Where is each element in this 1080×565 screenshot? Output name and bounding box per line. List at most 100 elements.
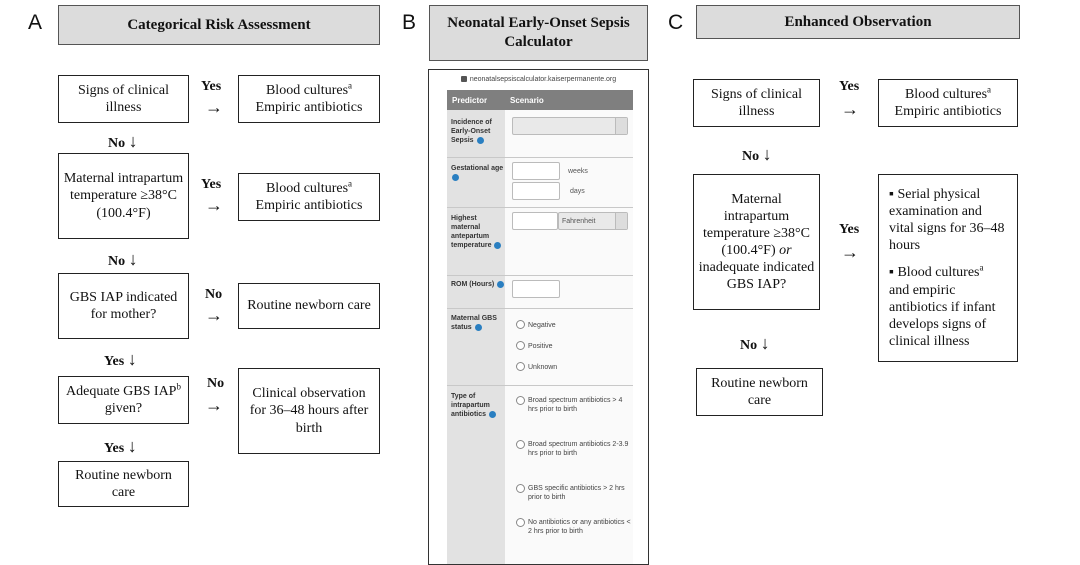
c-signs-illness-box: Signs of clinical illness [693,79,820,127]
a-blood-cultures-text-1: Blood cultures [265,82,349,98]
c-yes-label-1: Yes [839,79,860,94]
gbs-unknown-label: Unknown [528,364,558,371]
days-unit: days [570,188,585,195]
incidence-select[interactable] [512,117,628,135]
a-footnote-a-2: a [348,178,353,189]
a-right-arrow-1: → [205,97,223,117]
c-down-arrow-1: ↓ [762,144,772,164]
panel-b-letter: B [402,11,417,34]
a-blood-cultures-text-2: Blood cultures [265,180,349,196]
c-no-text-1: No [742,149,760,164]
c-bullet-serial-exam: ▪ Serial physical examination and vital … [889,187,1005,254]
a-gbs-iap-indicated-box: GBS IAP indicated for mother? [58,273,189,339]
gbs-negative-radio[interactable] [516,320,525,329]
a-given-text: given? [104,401,143,416]
c-footnote-a-1: a [987,84,992,95]
predictor-column-bg [447,110,505,564]
a-yes-label-3: Yes ↓ [104,350,137,369]
abx-broad-4h-radio[interactable] [516,396,525,405]
row-divider [447,207,633,208]
c-bullet2-text-1: ▪ Blood cultures [889,265,980,281]
lock-icon [460,76,467,82]
predictor-incidence: Incidence of Early-Onset Sepsis [451,118,505,145]
c-no-text-2: No [740,338,758,353]
help-icon[interactable] [494,241,502,249]
weeks-unit: weeks [568,168,588,175]
a-footnote-b: b [176,381,181,392]
a-no-label-1: No ↓ [108,132,138,151]
c-no-label-2: No ↓ [740,334,770,353]
row-divider [447,308,633,309]
abx-none-radio[interactable] [516,518,525,527]
a-routine-care-box-2: Routine newborn care [58,461,189,507]
temperature-unit-select[interactable]: Fahrenheit [558,212,628,230]
calculator-table-header: Predictor Scenario [447,90,633,110]
col-predictor: Predictor [452,96,488,105]
dropdown-caret-icon [615,213,627,229]
sepsis-calculator-screenshot: neonatalsepsiscalculator.kaiserpermanent… [428,69,649,565]
c-bullet2-text-2: and empiric antibiotics if infant develo… [889,282,996,349]
a-yes-label-2: Yes [201,177,222,192]
c-down-arrow-2: ↓ [760,333,770,353]
panel-c-title: Enhanced Observation [696,5,1020,39]
temperature-input[interactable] [512,212,558,230]
rom-input[interactable] [512,280,560,298]
c-right-arrow-2: → [841,242,859,262]
a-no-label-4: No [207,376,225,391]
c-blood-cultures-text: Blood cultures [904,86,988,102]
help-icon[interactable] [452,173,459,181]
a-adequate-gbs-text: Adequate GBS IAP [66,383,177,399]
c-no-label-1: No ↓ [742,145,772,164]
a-right-arrow-2: → [205,195,223,215]
fahrenheit-unit: Fahrenheit [562,218,596,225]
help-icon[interactable] [474,323,482,331]
a-routine-care-box-1: Routine newborn care [238,283,380,329]
c-inadequate-iap-text: inadequate indicated GBS IAP? [698,260,815,293]
c-enhanced-observation-box: ▪ Serial physical examination and vital … [878,174,1018,362]
predictor-gbs-label: Maternal GBS status [451,315,497,332]
panel-c-letter: C [668,11,684,34]
calculator-url-bar: neonatalsepsiscalculator.kaiserpermanent… [429,70,648,88]
gbs-positive-radio[interactable] [516,341,525,350]
a-clinical-observation-box: Clinical observation for 36–48 hours aft… [238,368,380,454]
c-bullet-blood-cultures: ▪ Blood culturesa and empiric antibiotic… [889,263,1007,349]
a-right-arrow-3: → [205,305,223,325]
calculator-url: neonatalsepsiscalculator.kaiserpermanent… [469,75,617,83]
a-signs-illness-box: Signs of clinical illness [58,75,189,123]
abx-gbs-specific-radio[interactable] [516,484,525,493]
predictor-gestational-label: Gestational age [451,165,504,172]
help-icon[interactable] [476,136,484,144]
a-no-label-3: No [205,287,223,302]
a-no-text-2: No [108,254,126,269]
a-adequate-gbs-box: Adequate GBS IAPb given? [58,376,189,424]
panel-a-title: Categorical Risk Assessment [58,5,380,45]
a-down-arrow-1: ↓ [128,131,138,151]
row-divider [447,385,633,386]
abx-broad-2h-radio[interactable] [516,440,525,449]
abx-none-label: No antibiotics or any antibiotics < 2 hr… [528,519,631,536]
a-empiric-antibiotics-text-2: Empiric antibiotics [255,198,363,213]
a-no-text-1: No [108,136,126,151]
predictor-gbs: Maternal GBS status [451,314,505,332]
a-no-label-2: No ↓ [108,250,138,269]
c-routine-care-box: Routine newborn care [696,368,823,416]
c-maternal-temp-text: Maternal intrapartum temperature ≥38°C (… [703,191,810,258]
row-divider [447,157,633,158]
a-maternal-temp-box: Maternal intrapartum temperature ≥38°C (… [58,153,189,239]
gbs-unknown-radio[interactable] [516,362,525,371]
row-divider [447,275,633,276]
a-yes-text-3: Yes [104,354,125,369]
gestational-weeks-input[interactable] [512,162,560,180]
c-empiric-antibiotics-text: Empiric antibiotics [894,104,1002,119]
predictor-gestational: Gestational age [451,164,505,182]
help-icon[interactable] [488,410,496,418]
gestational-days-input[interactable] [512,182,560,200]
a-down-arrow-4: ↓ [127,436,137,456]
gbs-negative-label: Negative [528,322,556,329]
help-icon[interactable] [497,280,505,288]
predictor-antibiotics-label: Type of intrapartum antibiotics [451,393,490,419]
abx-broad-4h-label: Broad spectrum antibiotics > 4 hrs prior… [528,397,623,414]
